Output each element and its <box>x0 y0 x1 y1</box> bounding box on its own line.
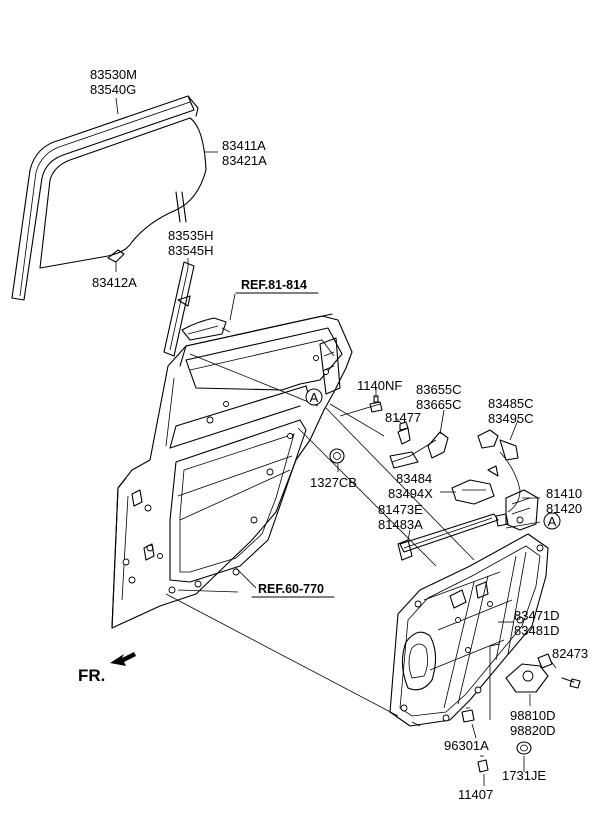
label-bolt-11407: 11407 <box>458 787 493 802</box>
plug-1731je <box>516 741 532 755</box>
label-glass-channel-2: 83540G <box>90 82 136 97</box>
door-cable <box>477 429 521 513</box>
glass-run-channel <box>11 95 199 301</box>
label-rod-bracket-1: 83484 <box>396 471 432 486</box>
label-glass-1: 83411A <box>222 138 266 153</box>
glass-retainer <box>107 249 125 263</box>
label-handle-rod-2: 81483A <box>378 517 423 532</box>
label-latch-1: 81410 <box>546 486 582 501</box>
rod-bracket <box>451 465 499 505</box>
label-latch-cable-2: 83665C <box>416 397 462 412</box>
label-door-cable-1: 83485C <box>488 396 534 411</box>
callout-a-label: A <box>310 390 319 405</box>
label-latch-cable-1: 83655C <box>416 382 462 397</box>
label-glass-2: 83421A <box>222 153 267 168</box>
label-rear-channel-2: 83545H <box>168 243 214 258</box>
window-regulator <box>389 533 549 727</box>
label-motor-1: 98810D <box>510 708 556 723</box>
leader-lines <box>115 97 557 786</box>
label-clip-81477: 81477 <box>385 410 421 425</box>
label-rod-bracket-2: 83494X <box>388 486 433 501</box>
label-clip-96301a: 96301A <box>444 738 489 753</box>
label-motor-2: 98820D <box>510 723 556 738</box>
label-rear-channel-1: 83535H <box>168 228 214 243</box>
label-regulator-1: 83471D <box>514 608 560 623</box>
label-plug-1731je: 1731JE <box>502 768 546 783</box>
door-inner-panel <box>111 313 353 629</box>
latch-cable <box>389 431 449 469</box>
callout-a-lower: A <box>543 512 561 530</box>
outside-handle <box>181 317 227 341</box>
door-glass <box>39 117 207 269</box>
callout-a-upper: A <box>305 388 323 406</box>
bolt-11407 <box>477 755 489 773</box>
regulator-motor <box>505 653 553 693</box>
label-screw-82473: 82473 <box>552 646 588 661</box>
bolt-1140nf <box>369 395 383 413</box>
label-grommet: 1327CB <box>310 475 357 490</box>
label-bolt-1140nf: 1140NF <box>357 378 402 393</box>
front-arrow-icon <box>110 652 136 666</box>
label-latch-2: 81420 <box>546 501 582 516</box>
label-ref-upper: REF.81-814 <box>241 278 307 292</box>
label-handle-rod-1: 81473E <box>378 502 423 517</box>
label-glass-channel-1: 83530M <box>90 67 137 82</box>
part-labels: 83530M 83540G 83411A 83421A 83412A 83535… <box>90 67 588 802</box>
rear-channel <box>163 261 195 357</box>
clip-96301a <box>461 707 475 723</box>
door-latch <box>495 489 539 531</box>
screw-82473 <box>561 677 581 689</box>
label-glass-retainer: 83412A <box>92 275 137 290</box>
clip-81477 <box>397 421 411 445</box>
label-regulator-2: 83481D <box>514 623 560 638</box>
callout-a-label: A <box>548 514 557 529</box>
front-marker-label: FR. <box>78 666 105 685</box>
front-marker: FR. <box>78 652 136 685</box>
label-door-cable-2: 83495C <box>488 411 534 426</box>
label-ref-lower: REF.60-770 <box>258 582 324 596</box>
grommet-1327cb <box>329 448 345 464</box>
